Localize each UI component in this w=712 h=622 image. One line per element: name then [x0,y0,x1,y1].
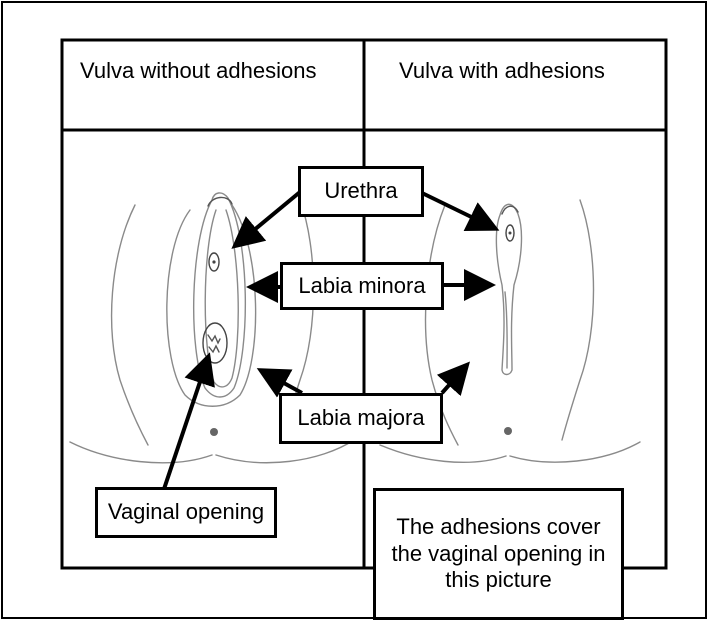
urethra-dot-2 [509,232,512,235]
adhesion-line [505,292,507,368]
right-outer-contour-2 [562,200,594,440]
adhesion-note-box: The adhesions cover the vaginal opening … [373,488,624,620]
right-buttock-curve-2 [510,442,640,462]
labia-majora-outline [167,205,256,406]
urethra-label: Urethra [324,178,397,204]
left-buttock-curve [70,442,212,463]
vaginal-opening-shading [208,335,220,352]
arrow-vaginal-opening [164,358,208,489]
anus-mark [210,428,218,436]
arrow-labia-majora-left [262,371,302,393]
urethra-dot [212,260,215,263]
labia-majora-label-box: Labia majora [279,393,443,444]
fused-labia-outline [496,204,521,374]
labia-majora-label: Labia majora [297,405,424,431]
left-outer-contour [112,205,148,445]
left-column-header: Vulva without adhesions [80,58,316,83]
clitoral-hood [208,197,232,206]
callout-arrows [164,192,494,489]
right-column-header: Vulva with adhesions [399,58,605,83]
arrow-urethra-left [236,192,300,245]
anus-mark-2 [504,427,512,435]
arrow-labia-majora-right [442,366,466,393]
arrow-urethra-right [420,192,494,228]
vaginal-opening-label-box: Vaginal opening [95,487,277,538]
urethra-label-box: Urethra [298,166,424,217]
vaginal-opening-label: Vaginal opening [108,499,264,525]
left-buttock-curve-2 [380,445,506,462]
labia-minora-label-box: Labia minora [280,262,444,310]
adhesion-note-text: The adhesions cover the vaginal opening … [386,514,611,593]
labia-minora-label: Labia minora [298,273,425,299]
